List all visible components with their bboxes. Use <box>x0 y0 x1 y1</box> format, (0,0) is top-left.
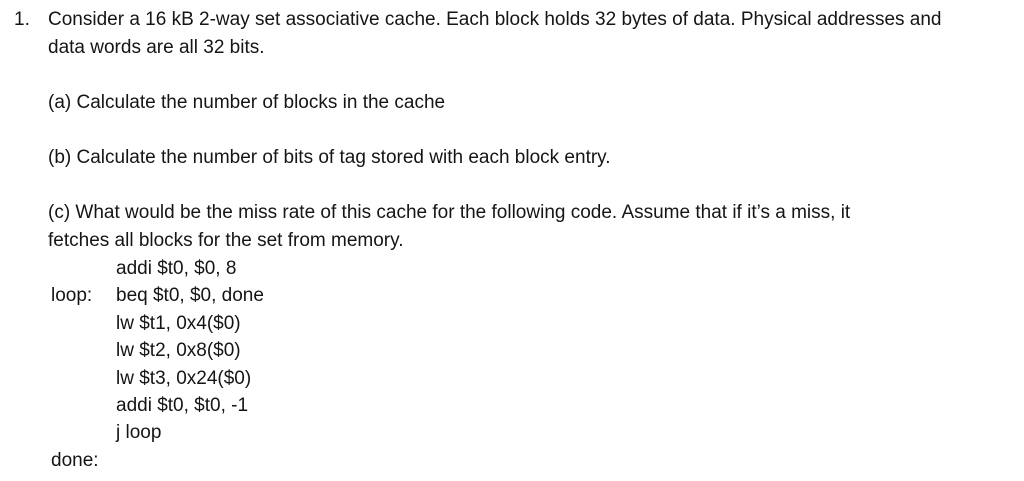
part-a-question: (a) Calculate the number of blocks in th… <box>48 92 446 113</box>
intro-line-1: Consider a 16 kB 2-way set associative c… <box>48 9 942 30</box>
code-line: lw $t1, 0x4($0) <box>48 310 1018 337</box>
code-line: addi $t0, $0, 8 <box>48 255 1018 282</box>
part-b-question: (b) Calculate the number of bits of tag … <box>48 147 611 168</box>
code-line: lw $t3, 0x24($0) <box>48 365 1018 392</box>
part-c-line-2: fetches all blocks for the set from memo… <box>48 230 404 251</box>
code-label: loop: <box>51 285 93 307</box>
problem-intro: Consider a 16 kB 2-way set associative c… <box>48 6 942 62</box>
code-line: addi $t0, $t0, -1 <box>48 392 1018 419</box>
assembly-code-block: addi $t0, $0, 8 loop: beq $t0, $0, done l… <box>48 255 1018 474</box>
problem-statement: 1. Consider a 16 kB 2-way set associativ… <box>14 6 1018 62</box>
code-instruction: lw $t2, 0x8($0) <box>116 340 241 362</box>
code-label: done: <box>51 449 99 471</box>
code-instruction: lw $t1, 0x4($0) <box>116 312 241 334</box>
code-line: loop: beq $t0, $0, done <box>48 282 1018 309</box>
part-c-question: (c) What would be the miss rate of this … <box>48 199 1018 255</box>
code-line: j loop <box>48 419 1018 446</box>
code-instruction: beq $t0, $0, done <box>116 285 264 307</box>
code-instruction: addi $t0, $0, 8 <box>116 258 237 279</box>
code-line: lw $t2, 0x8($0) <box>48 337 1018 364</box>
part-c-line-1: (c) What would be the miss rate of this … <box>48 202 851 223</box>
code-instruction: j loop <box>116 422 162 444</box>
intro-line-2: data words are all 32 bits. <box>48 37 265 58</box>
problem-number: 1. <box>14 9 30 30</box>
code-instruction: addi $t0, $t0, -1 <box>116 395 249 417</box>
code-instruction: lw $t3, 0x24($0) <box>116 367 252 389</box>
code-line: done: <box>48 447 1018 474</box>
